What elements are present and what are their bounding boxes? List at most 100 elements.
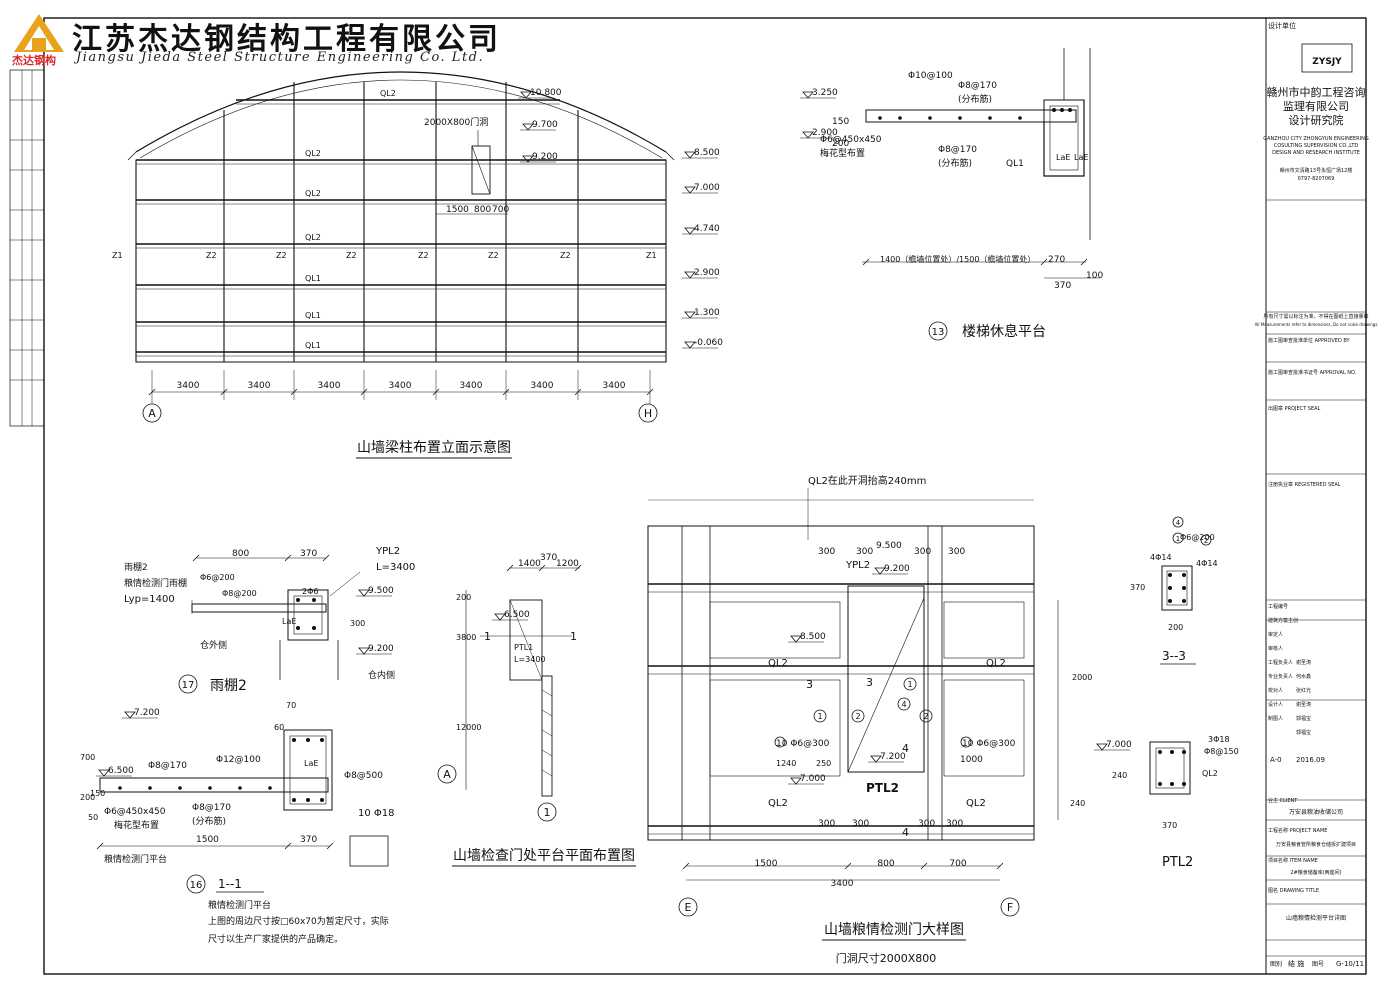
beam-label: QL2 xyxy=(305,233,321,242)
level-marker xyxy=(684,271,696,279)
hatch xyxy=(541,749,553,757)
dim-text: 300 xyxy=(914,547,931,557)
rebar-bubble xyxy=(897,697,911,711)
dim-text: 70 xyxy=(286,701,296,710)
dim-text: 3400 xyxy=(389,381,412,391)
dim-text: 3400 xyxy=(248,381,271,391)
gable-wall xyxy=(135,159,667,363)
beam-label: QL1 xyxy=(1006,159,1024,169)
section-mark: 3 xyxy=(806,678,813,691)
tb-value: 山墙粮情检测平台详图 xyxy=(1286,914,1346,922)
level-marker xyxy=(870,755,882,763)
dim-text: 50 xyxy=(88,813,98,822)
tb-name: 郭福宝 xyxy=(1296,729,1311,736)
level-label: 7.000 xyxy=(1106,740,1132,750)
detail-bubble xyxy=(178,674,198,694)
title-block xyxy=(1265,17,1367,975)
logo-text: 杰达钢构 xyxy=(12,54,56,67)
level-marker xyxy=(684,341,696,349)
tb-note: All Measurements refer to dimensions, Do… xyxy=(1255,322,1378,327)
rebar-label: Φ6@200 xyxy=(1180,533,1215,542)
door-opening-detail xyxy=(847,585,925,773)
canopy-slab xyxy=(191,603,327,613)
level-marker xyxy=(684,186,696,194)
axis-A xyxy=(142,403,162,423)
dim-text: 1240 xyxy=(776,759,796,768)
door-opening xyxy=(471,145,491,195)
rebar-label: 4Φ14 xyxy=(1196,559,1218,568)
column-label: Z2 xyxy=(346,251,357,260)
rebar-dot xyxy=(1182,586,1187,591)
axis-E-label: E xyxy=(685,901,692,914)
rebar-dot xyxy=(268,786,272,790)
rebar-bubble-label: 4 xyxy=(1176,519,1181,527)
rebar-bubble xyxy=(813,709,827,723)
axis-1 xyxy=(537,802,557,822)
door-swing xyxy=(847,597,925,773)
tb-row-label: 建筑方案主创 xyxy=(1268,617,1298,624)
dim-tick xyxy=(220,388,228,396)
tb-label: 业主 CLIENT xyxy=(1268,797,1298,804)
rebar-dot xyxy=(1018,116,1022,120)
dim-tick xyxy=(192,554,200,562)
tb-field: 出图章 PROJECT SEAL xyxy=(1268,405,1321,412)
dim-tick xyxy=(682,862,690,870)
detail-label: PTL2 xyxy=(866,781,899,795)
dim-text: 1200 xyxy=(556,559,579,569)
axis-H xyxy=(638,403,658,423)
rebar-label: Φ8@170 xyxy=(148,761,187,771)
level-marker xyxy=(522,123,534,131)
tb-footer: 图别 xyxy=(1270,960,1282,968)
dim-text: 300 xyxy=(818,547,835,557)
dim-text: 800 xyxy=(474,205,491,215)
level-label: 6.500 xyxy=(504,610,530,620)
rebar-dot xyxy=(1068,108,1073,113)
dim-text: 150 xyxy=(832,117,849,127)
tb-label: 工程名称 PROJECT NAME xyxy=(1268,827,1327,834)
tb-field: 施工图审查批准单位 APPROVED BY xyxy=(1268,337,1351,344)
rebar-label: 粮情检测门平台 xyxy=(104,853,167,865)
beam-label: QL2 xyxy=(380,89,396,98)
level-label: 8.500 xyxy=(800,632,826,642)
hatch xyxy=(541,709,553,717)
level-marker xyxy=(522,155,534,163)
level-marker xyxy=(684,311,696,319)
firm-en: GANZHOU CITY ZHONGYUN ENGINEERING xyxy=(1263,136,1369,142)
tb-revision: A-0 xyxy=(1270,756,1282,764)
rebar-label: 10 Φ18 xyxy=(358,808,395,819)
dim-tick xyxy=(284,554,292,562)
rebar-dot xyxy=(1158,750,1163,755)
rebar-dot xyxy=(898,116,902,120)
level-label: 7.200 xyxy=(880,752,906,762)
tb-label: 设计单位 xyxy=(1268,21,1296,30)
dim-text: 3400 xyxy=(531,381,554,391)
rebar-label: 梅花型布置 xyxy=(114,819,159,831)
tb-footer: 结 施 xyxy=(1288,959,1304,968)
plan-diag xyxy=(509,599,543,681)
rebar-dot xyxy=(311,598,316,603)
rebar-dot xyxy=(311,626,316,631)
ptl2-section xyxy=(1149,741,1191,795)
rebar-dot xyxy=(1182,599,1187,604)
door-detail-subtitle: 门洞尺寸2000X800 xyxy=(836,951,937,965)
tb-revision: 2016.09 xyxy=(1296,756,1325,764)
dim-text: 370 xyxy=(300,549,317,559)
tb-value: 万安县粮食管所粮食仓储拆扩建项目 xyxy=(1276,841,1356,848)
note-text: 尺寸以生产厂家提供的产品确定。 xyxy=(208,933,343,945)
dim-text: 2000 xyxy=(1072,673,1092,682)
dim-text: 240 xyxy=(1070,799,1085,808)
column-label: Z2 xyxy=(560,251,571,260)
level-marker xyxy=(790,777,802,785)
dim-text: 1000 xyxy=(960,755,983,765)
dim-text: 300 xyxy=(856,547,873,557)
anchor-label: LaE xyxy=(1056,153,1070,162)
level-label: 3.250 xyxy=(812,88,838,98)
rebar-bubble-label: 2 xyxy=(1204,537,1208,545)
level-label: 9.200 xyxy=(532,152,558,162)
platform-plan-title: 山墙检查门处平台平面布置图 xyxy=(453,848,635,864)
rebar-label: Φ6@450x450 xyxy=(104,807,166,817)
level-marker xyxy=(494,613,506,621)
rebar-label: 梅花型布置 xyxy=(820,147,865,159)
panel xyxy=(709,601,841,659)
axis-F-label: F xyxy=(1007,901,1013,914)
